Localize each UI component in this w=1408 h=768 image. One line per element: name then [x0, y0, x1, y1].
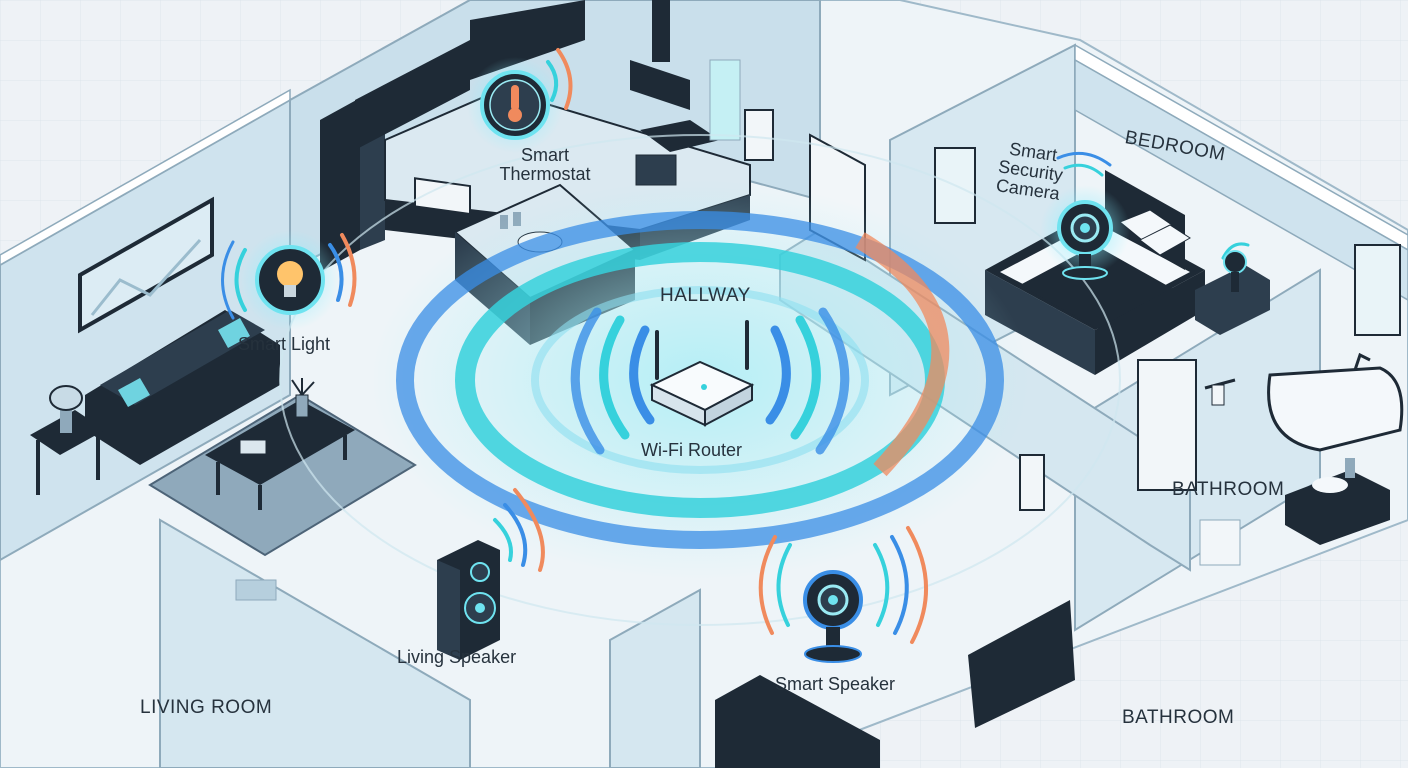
device-label-thermostat: Smart Thermostat [499, 145, 591, 184]
speaker-icon [437, 488, 545, 660]
room-label-hallway: HALLWAY [660, 285, 751, 306]
sink [414, 177, 471, 216]
signal-ring-blue [396, 211, 1004, 549]
coffee-table [205, 400, 355, 485]
device-label-light: Smart Light [238, 334, 331, 354]
toilet [1199, 519, 1241, 566]
wall-panel [744, 109, 774, 161]
bedroom-wall-top [1074, 43, 1408, 251]
front-partition [609, 588, 701, 768]
lower-sofa [715, 675, 880, 768]
wall-picture [78, 196, 214, 334]
bathtub [1267, 366, 1404, 452]
room-label-bathroom-lower: BATHROOM [1122, 707, 1235, 728]
router-waves [570, 307, 850, 455]
nightstand [1195, 265, 1270, 335]
signal-ring-outer [279, 134, 1121, 626]
hall-wall-panel [1019, 454, 1045, 511]
bedroom-side-wall [1074, 58, 1408, 301]
bathroom-door [1137, 359, 1197, 491]
range-hood [630, 60, 690, 110]
fridge [320, 98, 360, 272]
device-label-smart-speaker: Smart Speaker [775, 674, 896, 694]
signal-ring-orange [855, 232, 950, 477]
room-label-living-room: LIVING ROOM [140, 697, 273, 718]
upper-cabinets [355, 40, 470, 150]
camera-icon [1040, 151, 1250, 292]
plant-vase [295, 394, 309, 418]
lamp [60, 405, 72, 433]
camera-speaker-icon [758, 526, 928, 663]
kitchen-window [709, 59, 741, 141]
sofa-pillow [118, 378, 150, 407]
device-label-living-speaker: Living Speaker [397, 647, 517, 667]
tv-screen [968, 600, 1075, 728]
signal-ring-inner [531, 286, 869, 474]
towel-rack [1204, 378, 1236, 390]
wall-vent [235, 579, 277, 601]
device-label-router: Wi-Fi Router [641, 440, 743, 460]
bedroom-side-window [1354, 244, 1401, 336]
light-bulb-icon [221, 230, 357, 330]
room-label-bathroom-upper: BATHROOM [1172, 479, 1285, 500]
thermometer-icon [467, 48, 573, 153]
bathroom-vanity [1285, 470, 1390, 545]
router-icon [649, 320, 755, 427]
